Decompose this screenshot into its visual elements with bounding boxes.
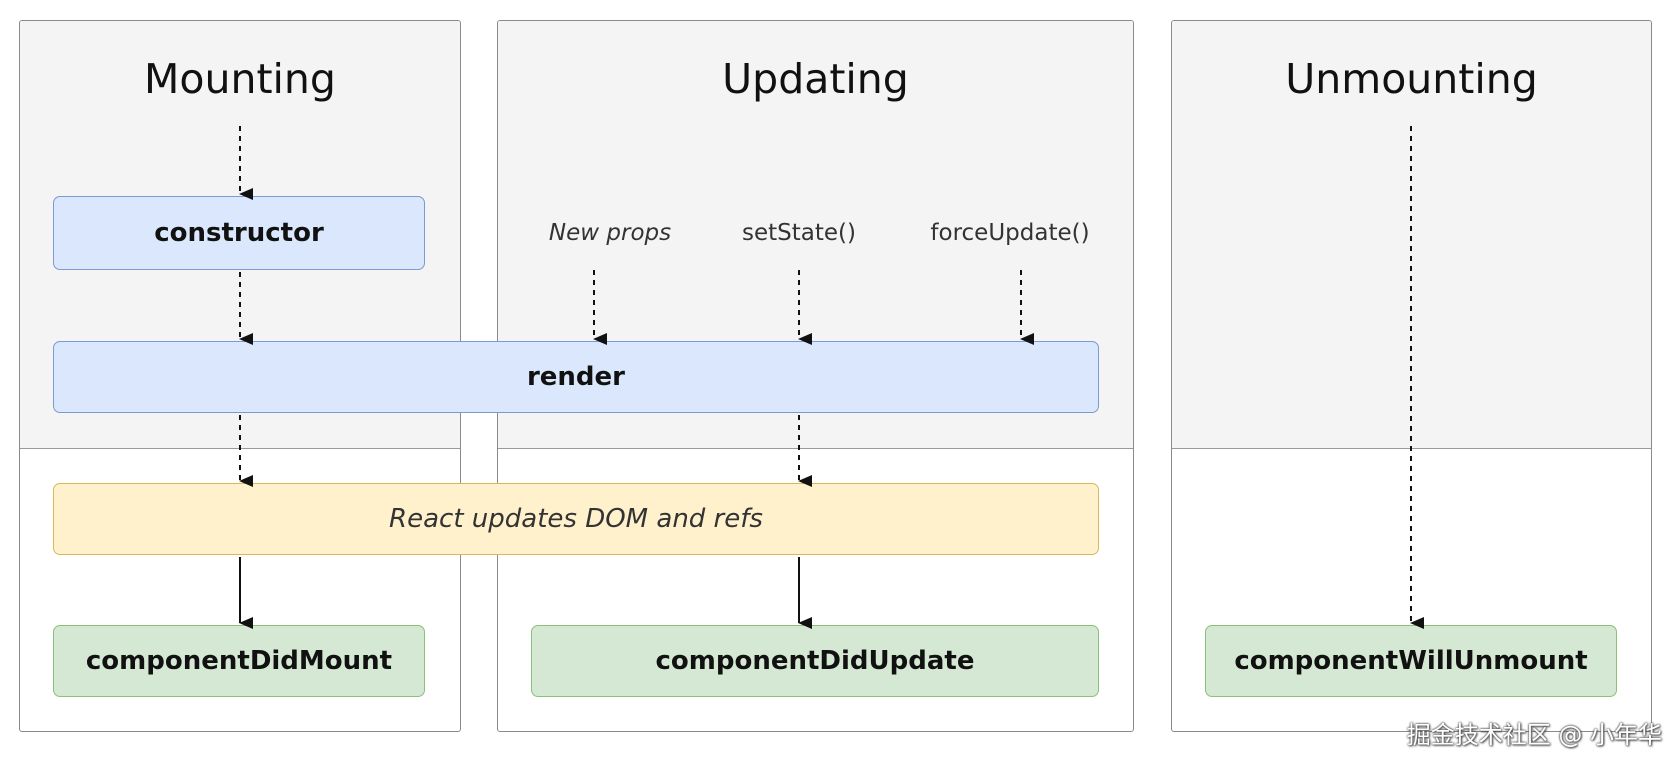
updating-title: Updating (722, 55, 909, 103)
component-did-update-box: componentDidUpdate (531, 625, 1099, 697)
react-updates-dom-box: React updates DOM and refs (53, 483, 1099, 555)
component-will-unmount-box: componentWillUnmount (1205, 625, 1617, 697)
component-did-mount-box: componentDidMount (53, 625, 425, 697)
render-method-box: render (53, 341, 1099, 413)
unmounting-title: Unmounting (1285, 55, 1538, 103)
watermark: 掘金技术社区 @ 小年华 (1406, 721, 1662, 749)
trigger-force-update: forceUpdate() (930, 220, 1090, 246)
trigger-set-state: setState() (742, 220, 856, 246)
constructor-method-box: constructor (53, 196, 425, 270)
mounting-title: Mounting (144, 55, 336, 103)
trigger-new-props: New props (548, 220, 672, 246)
